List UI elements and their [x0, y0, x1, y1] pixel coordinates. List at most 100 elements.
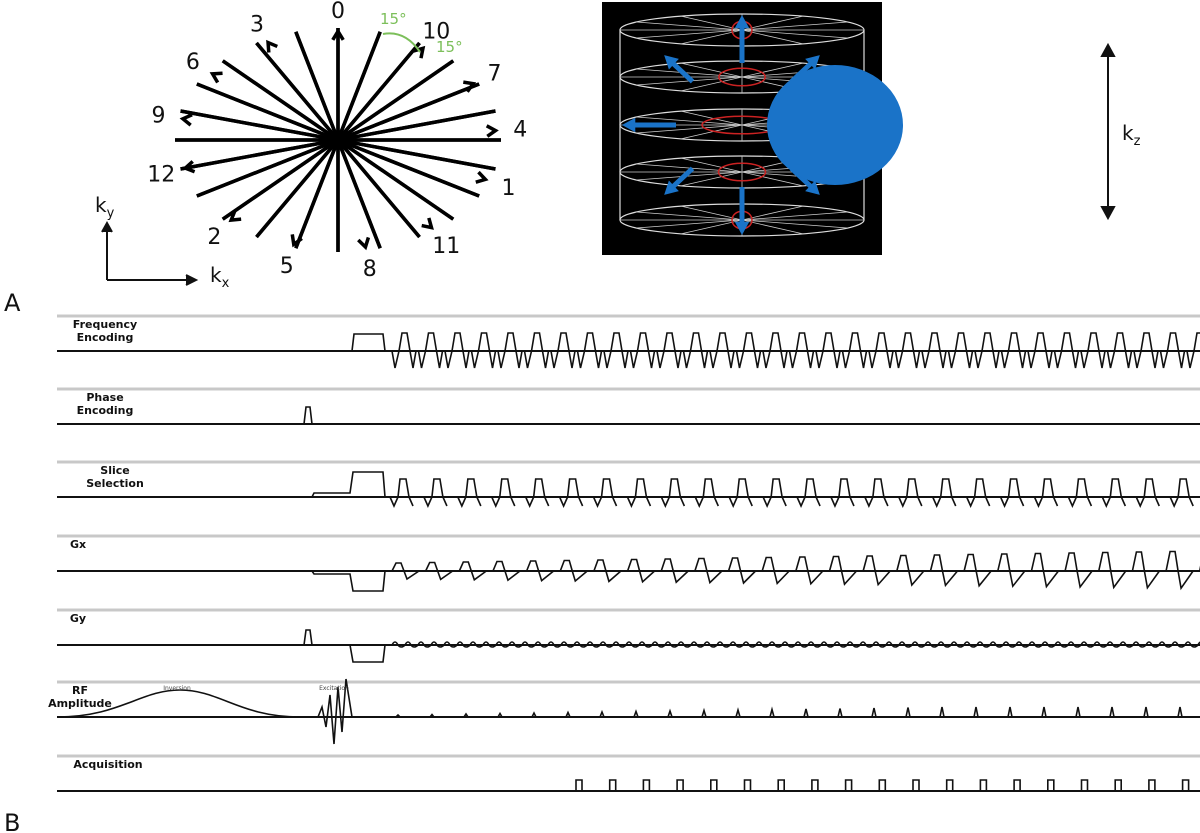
- channel-label: RF: [72, 684, 88, 697]
- arrowhead: [734, 221, 750, 235]
- acquisition-window: [777, 779, 785, 791]
- acquisition-window: [1047, 779, 1055, 791]
- spoke-arrowhead: [421, 217, 434, 230]
- rf-spike: [1143, 706, 1149, 718]
- rf-spike: [1007, 706, 1013, 718]
- angle-label-1: 15°: [380, 10, 407, 28]
- spoke-label-3: 3: [250, 12, 264, 37]
- rf-spike: [1075, 706, 1081, 718]
- arrowhead: [734, 15, 750, 29]
- frequency-waveform: [351, 332, 1200, 369]
- acquisition-window: [1114, 779, 1122, 791]
- rf-spike: [531, 711, 537, 718]
- acquisition-window: [642, 779, 651, 791]
- gx-waveform: [311, 550, 1200, 592]
- acquisition-window: [575, 779, 583, 791]
- acquisition-window: [844, 779, 853, 791]
- channel-label: Phase: [86, 391, 123, 404]
- inversion-pulse: [56, 689, 301, 718]
- center-dot: [324, 130, 352, 150]
- rf-spike: [1109, 706, 1115, 718]
- panel-label-b: B: [4, 809, 20, 833]
- rf-spike: [1177, 706, 1183, 718]
- kx-label: kx: [210, 263, 230, 291]
- rf-spike: [633, 709, 639, 718]
- acquisition-window: [878, 779, 887, 791]
- channel-label-2: Selection: [86, 477, 144, 490]
- spoke-arrowhead: [485, 124, 499, 138]
- kz-arrow: [1100, 42, 1116, 221]
- acquisition-window: [743, 779, 752, 791]
- spoke-label-12: 12: [147, 163, 175, 188]
- rf-spike: [701, 707, 707, 718]
- arrowhead: [664, 180, 679, 195]
- rf-spike: [667, 708, 673, 718]
- slice-waveform: [311, 471, 1194, 508]
- rf-spike: [463, 712, 469, 718]
- spoke-label-9: 9: [152, 104, 166, 129]
- channel-label: Slice: [100, 464, 129, 477]
- spoke-arrowhead: [179, 113, 193, 127]
- spoke-arrowhead: [357, 236, 371, 251]
- rf-spike: [599, 709, 605, 718]
- rf-spike: [429, 713, 435, 718]
- spoke-arrowhead: [181, 160, 196, 174]
- rf-spike: [973, 706, 979, 718]
- sphere: [767, 65, 903, 185]
- acquisition-window: [608, 779, 617, 791]
- rf-spike: [497, 711, 503, 718]
- acquisition-window: [676, 779, 684, 791]
- spoke-arrowhead: [266, 39, 278, 53]
- ky-label: ky: [95, 193, 115, 221]
- spoke-arrowhead: [228, 210, 242, 223]
- angle-label-2: 15°: [436, 38, 463, 56]
- red-ring: [717, 162, 767, 182]
- rf-spike: [871, 707, 877, 718]
- rf-spike: [803, 708, 809, 718]
- spoke-label-0: 0: [331, 0, 345, 24]
- channel-label: Gx: [70, 538, 86, 551]
- rf-spike: [837, 708, 843, 718]
- excitation-label: Excitation: [319, 685, 349, 692]
- channel-label-2: Encoding: [77, 404, 134, 417]
- channel-label-2: Encoding: [77, 331, 134, 344]
- pulse-sequence-diagram: FrequencyEncodingPhaseEncodingSliceSelec…: [48, 314, 1200, 792]
- spoke-label-8: 8: [363, 257, 377, 282]
- acquisition-window: [811, 779, 819, 791]
- spoke-label-2: 2: [207, 225, 221, 250]
- excitation-pulse: [317, 678, 353, 745]
- channel-label-2: Amplitude: [48, 697, 112, 710]
- rf-spike: [735, 707, 741, 718]
- spoke-label-5: 5: [280, 254, 294, 279]
- acquisition-window: [1080, 779, 1089, 791]
- spoke-arrowhead: [412, 45, 426, 59]
- acquisition-window: [710, 779, 718, 791]
- spoke-label-6: 6: [186, 50, 200, 75]
- rf-spike: [905, 707, 911, 718]
- rf-spike: [395, 713, 401, 718]
- spoke-arrowhead: [209, 71, 223, 84]
- arrowhead: [805, 55, 820, 70]
- acquisition-window: [1148, 779, 1156, 791]
- arrowhead: [664, 55, 679, 70]
- phase-blip: [303, 406, 313, 425]
- panel-label-a: A: [4, 289, 21, 317]
- acquisition-window: [912, 779, 920, 791]
- spoke-label-7: 7: [487, 62, 501, 87]
- acquisition-window: [1013, 779, 1021, 791]
- inversion-label: Inversion: [163, 685, 191, 692]
- spoke-label-10: 10: [422, 19, 450, 44]
- kz-label: kz: [1122, 121, 1141, 149]
- angle-arc: [382, 32, 421, 53]
- kx-ky-axes: [101, 220, 199, 286]
- acquisition-window: [945, 779, 954, 791]
- rf-spike: [565, 710, 571, 718]
- spoke-label-11: 11: [432, 234, 460, 259]
- arrowhead: [622, 117, 636, 133]
- channel-label: Gy: [70, 612, 86, 625]
- acquisition-window: [979, 779, 988, 791]
- red-ring: [718, 67, 766, 87]
- stack-of-stars-cylinder: [619, 13, 903, 237]
